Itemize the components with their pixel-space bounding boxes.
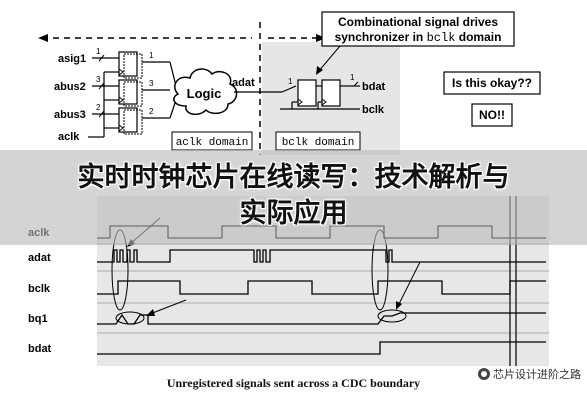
wechat-icon bbox=[478, 368, 490, 380]
question-text: Is this okay?? bbox=[452, 76, 532, 90]
register-abus2 bbox=[118, 79, 143, 107]
watermark: 芯片设计进阶之路 bbox=[478, 366, 581, 382]
register-abus3 bbox=[118, 107, 143, 135]
metastability-marker-2 bbox=[377, 309, 407, 323]
svg-text:3: 3 bbox=[149, 79, 154, 88]
input-abus2: abus2 bbox=[54, 81, 86, 93]
callout-box bbox=[321, 11, 515, 47]
callout-line-2: synchronizer in bclk domain bbox=[335, 30, 502, 45]
input-aclk: aclk bbox=[58, 131, 80, 143]
signal-label-adat: adat bbox=[28, 252, 51, 264]
signal-label-bq1: bq1 bbox=[28, 313, 48, 325]
svg-text:1: 1 bbox=[96, 47, 101, 56]
input-asig1: asig1 bbox=[58, 53, 86, 65]
svg-text:1: 1 bbox=[288, 77, 293, 86]
svg-text:1: 1 bbox=[350, 73, 355, 82]
article-headline: 实时时钟芯片在线读写：技术解析与 实际应用 bbox=[0, 160, 587, 232]
question-box bbox=[443, 71, 541, 95]
logic-label: Logic bbox=[187, 86, 222, 101]
svg-text:1: 1 bbox=[149, 51, 154, 60]
bclk-label: bclk bbox=[362, 104, 385, 116]
figure-caption: Unregistered signals sent across a CDC b… bbox=[166, 376, 421, 390]
answer-text: NO!! bbox=[479, 108, 505, 122]
input-abus3: abus3 bbox=[54, 109, 86, 121]
headline-line-2: 实际应用 bbox=[239, 198, 348, 229]
signal-label-bclk: bclk bbox=[28, 283, 51, 295]
bclk-domain-label: bclk domain bbox=[282, 137, 355, 149]
aclk-domain-label: aclk domain bbox=[176, 137, 249, 149]
signal-label-bdat: bdat bbox=[28, 343, 52, 355]
sync-flop-2 bbox=[321, 79, 341, 107]
svg-text:2: 2 bbox=[149, 107, 154, 116]
callout-line-1: Combinational signal drives bbox=[338, 15, 498, 29]
waveform-bdat bbox=[97, 341, 546, 355]
headline-banner bbox=[0, 150, 587, 245]
svg-text:2: 2 bbox=[96, 103, 101, 112]
answer-box bbox=[471, 103, 513, 127]
watermark-text: 芯片设计进阶之路 bbox=[493, 368, 581, 381]
logic-cloud bbox=[173, 68, 238, 116]
bdat-label: bdat bbox=[362, 81, 386, 93]
register-asig1 bbox=[118, 51, 143, 79]
metastability-marker-1 bbox=[115, 311, 145, 325]
adat-label: adat bbox=[232, 77, 255, 89]
sync-flop-1 bbox=[297, 79, 317, 107]
headline-line-1: 实时时钟芯片在线读写：技术解析与 bbox=[77, 162, 510, 193]
waveform-bclk bbox=[97, 280, 546, 295]
svg-text:3: 3 bbox=[96, 75, 101, 84]
waveform-adat bbox=[97, 249, 546, 263]
